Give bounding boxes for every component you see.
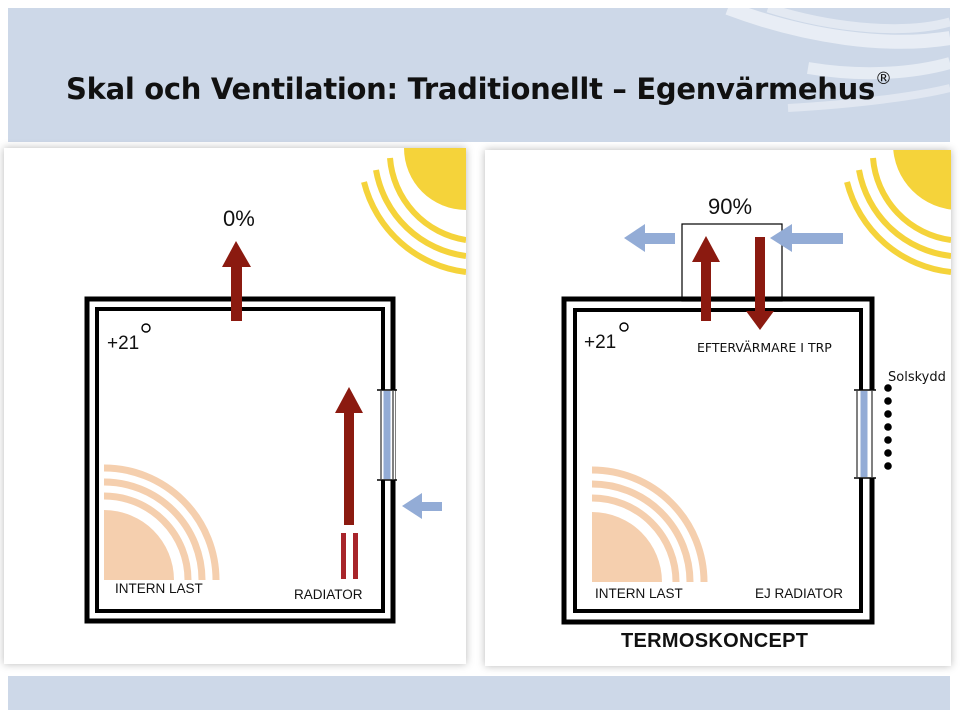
window bbox=[854, 389, 876, 479]
incoming-air-arrow bbox=[402, 493, 442, 519]
no-radiator-label: EJ RADIATOR bbox=[755, 586, 844, 601]
internal-load-label: INTERN LAST bbox=[115, 581, 203, 596]
supply-air-arrow bbox=[746, 237, 774, 330]
after-heater-label: EFTERVÄRMARE I TRP bbox=[697, 340, 832, 355]
header-band bbox=[8, 8, 950, 142]
self-heating-house-diagram bbox=[561, 150, 951, 625]
slide-title: Skal och Ventilation: Traditionellt – Eg… bbox=[66, 69, 892, 106]
sun-shade-label: Solskydd bbox=[888, 370, 946, 385]
traditional-house-diagram bbox=[84, 148, 466, 624]
concept-label: TERMOSKONCEPT bbox=[621, 630, 809, 652]
traditional-house-panel: 0% +21 INTERN LAST RADIATOR bbox=[4, 148, 466, 664]
radiator-label: RADIATOR bbox=[294, 587, 363, 602]
indoor-temperature: +21 bbox=[107, 333, 140, 354]
sun-shade bbox=[884, 384, 892, 470]
ventilation-heat-recovery-percent: 0% bbox=[223, 206, 255, 231]
exhaust-air-arrow bbox=[692, 236, 720, 321]
internal-load-label: INTERN LAST bbox=[595, 586, 683, 601]
exhaust-out-arrow bbox=[624, 224, 675, 252]
header-decoration bbox=[725, 8, 950, 112]
sun-icon bbox=[361, 148, 466, 275]
radiator-air-arrow bbox=[335, 387, 363, 525]
self-heating-house-panel: 90% +21 EFTERVÄRMARE I TRP Solskydd INTE… bbox=[485, 150, 951, 666]
heat-recovery-unit bbox=[681, 223, 783, 302]
sun-icon bbox=[844, 150, 951, 275]
window bbox=[377, 389, 397, 481]
registered-mark: ® bbox=[874, 69, 892, 90]
footer-band bbox=[8, 676, 950, 710]
fresh-air-in-arrow bbox=[770, 224, 843, 252]
radiator bbox=[341, 533, 358, 579]
slide-title-text: Skal och Ventilation: Traditionellt – Eg… bbox=[66, 72, 875, 106]
heat-waves-icon bbox=[591, 466, 708, 583]
heat-recovery-percent: 90% bbox=[708, 194, 753, 219]
indoor-temperature: +21 bbox=[584, 332, 617, 353]
heat-waves-icon bbox=[103, 464, 220, 581]
degree-icon bbox=[141, 323, 151, 333]
exhaust-arrow bbox=[222, 241, 251, 321]
degree-icon bbox=[619, 322, 629, 332]
